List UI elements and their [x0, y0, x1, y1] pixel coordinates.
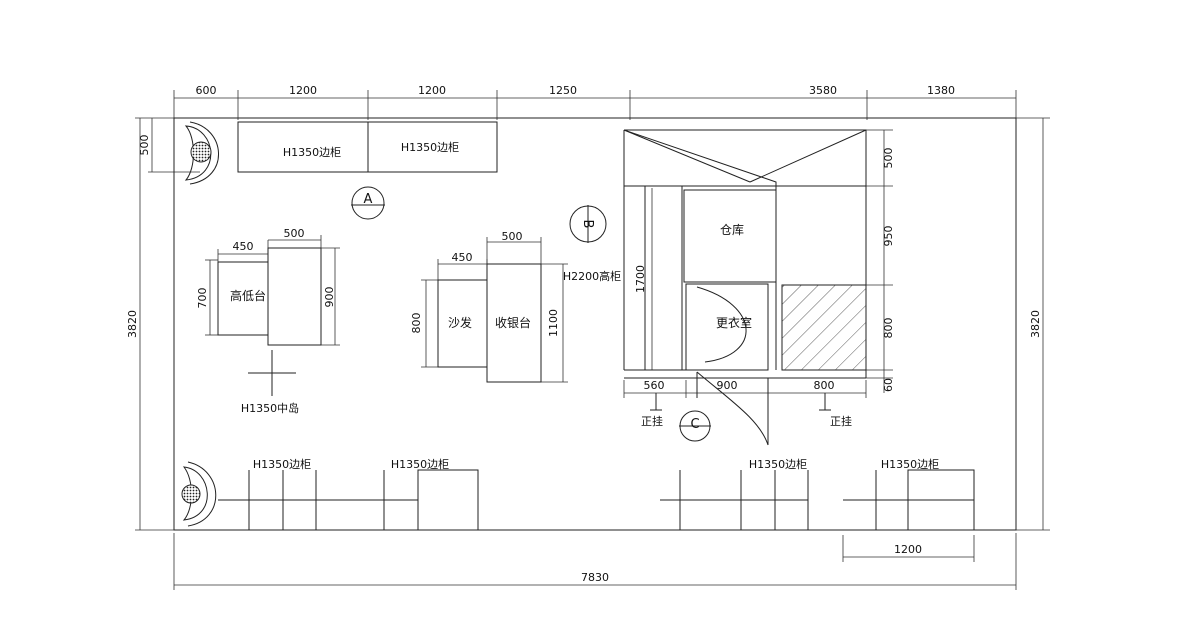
dim-bottom-3: 800	[814, 379, 835, 392]
island-label: H1350中岛	[241, 401, 299, 415]
bottom-rack-3-label: H1350边柜	[749, 458, 807, 471]
dimension-labels: 600 1200 1200 1250 3580 1380 7830 3820 5…	[126, 84, 1042, 584]
dim-bottom-1: 560	[644, 379, 665, 392]
outer-wall	[173, 117, 1017, 531]
bottom-rack-2-label: H1350边柜	[391, 458, 449, 471]
tall-cabinet-label: H2200高柜	[563, 269, 621, 283]
bottom-rack-3: H1350边柜	[660, 458, 809, 530]
front-hanger-1: 正挂	[641, 393, 663, 428]
bottom-rack-4: H1350边柜	[843, 458, 975, 531]
sofa-label: 沙发	[448, 315, 472, 330]
cashier-counter	[486, 263, 542, 383]
hatched-area	[781, 284, 867, 371]
top-cabinet-2-label: H1350边柜	[401, 141, 459, 154]
dim-bottom-right: 1200	[894, 543, 922, 556]
light-fixture-top	[184, 121, 219, 185]
high-low-table: 高低台	[217, 247, 322, 346]
dim-top-5: 3580	[809, 84, 837, 97]
high-low-table-label: 高低台	[230, 288, 266, 303]
dim-sofa-w: 450	[452, 251, 473, 264]
dim-desk-h: 700	[196, 288, 209, 309]
dim-right-height: 3820	[1029, 310, 1042, 338]
fitting-room-label: 更衣室	[716, 315, 752, 330]
view-marker-a: A	[351, 186, 385, 220]
bottom-rack-2: H1350边柜	[352, 458, 479, 531]
dim-sofa-h: 800	[410, 313, 423, 334]
dim-right-col-1: 500	[882, 148, 895, 169]
view-marker-c: C	[679, 410, 711, 442]
dim-total-width: 7830	[581, 571, 609, 584]
rooms-block: 仓库 更衣室	[623, 129, 867, 446]
dim-left-height: 3820	[126, 310, 139, 338]
dim-desk-w2: 500	[284, 227, 305, 240]
front-hanger-2: 正挂	[819, 393, 852, 428]
dim-top-2: 1200	[289, 84, 317, 97]
view-marker-b: B	[569, 205, 607, 243]
cashier-label: 收银台	[495, 315, 531, 330]
bottom-rack-1-label: H1350边柜	[253, 458, 311, 471]
bottom-rack-1: H1350边柜	[218, 458, 352, 530]
view-marker-a-label: A	[364, 192, 373, 207]
island-rack: H1350中岛	[241, 350, 299, 415]
view-marker-c-label: C	[690, 417, 699, 432]
dim-top-3: 1200	[418, 84, 446, 97]
sofa-cashier: 沙发 收银台	[437, 263, 542, 383]
dim-right-col-3: 800	[882, 318, 895, 339]
dim-right-col-2: 950	[882, 226, 895, 247]
top-cabinet-2	[367, 121, 498, 173]
dim-desk-h2: 900	[323, 287, 336, 308]
light-fixture-bottom	[181, 461, 217, 527]
top-cabinets: H1350边柜 H1350边柜	[237, 121, 498, 173]
dim-right-col-4: 60	[882, 378, 895, 392]
dim-cashier-w: 500	[502, 230, 523, 243]
dim-desk-w: 450	[233, 240, 254, 253]
dim-cashier-h: 1100	[547, 309, 560, 337]
bottom-rack-4-label: H1350边柜	[881, 458, 939, 471]
dimension-lines	[135, 90, 1050, 590]
dim-bottom-2: 900	[717, 379, 738, 392]
dim-top-4: 1250	[549, 84, 577, 97]
front-hanger-1-label: 正挂	[641, 414, 663, 428]
dim-top-6: 1380	[927, 84, 955, 97]
dim-top-1: 600	[196, 84, 217, 97]
fitting-room	[685, 283, 769, 371]
dim-left-top: 500	[138, 135, 151, 156]
view-marker-b-label: B	[580, 220, 595, 229]
top-cabinet-1-label: H1350边柜	[283, 146, 341, 159]
front-hanger-2-label: 正挂	[830, 414, 852, 428]
dim-room-height: 1700	[634, 265, 647, 293]
warehouse-label: 仓库	[720, 222, 744, 237]
